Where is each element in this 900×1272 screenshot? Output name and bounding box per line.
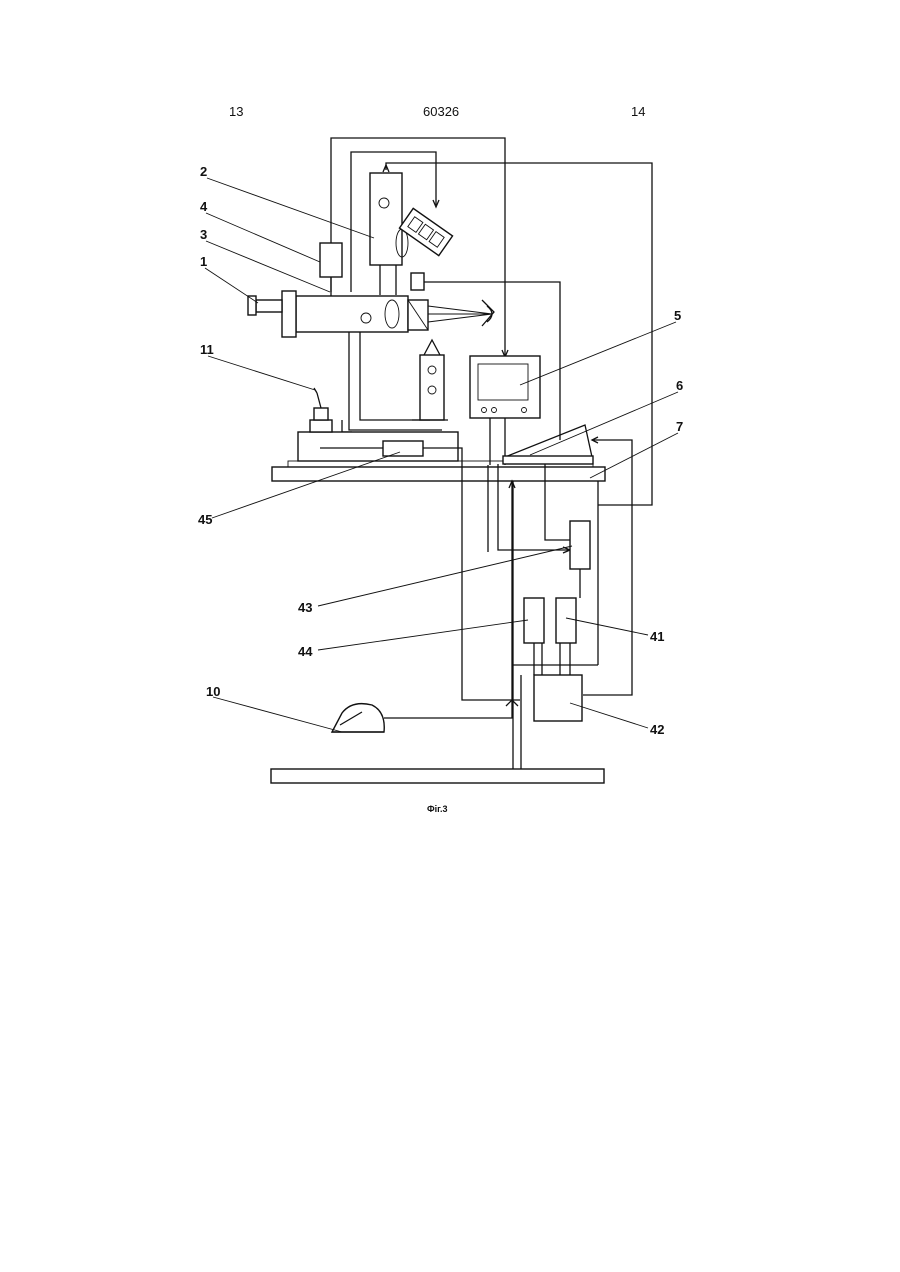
block-45 bbox=[383, 441, 423, 456]
tube-flange bbox=[282, 291, 296, 337]
leader-44 bbox=[318, 620, 528, 650]
label-2: 2 bbox=[200, 164, 207, 179]
floor-base-plate bbox=[271, 769, 604, 783]
leader-1 bbox=[205, 268, 258, 303]
leader-6 bbox=[530, 392, 678, 455]
block-42 bbox=[534, 675, 582, 721]
eyepiece bbox=[256, 300, 282, 312]
leader-2 bbox=[207, 178, 374, 238]
label-42: 42 bbox=[650, 722, 664, 737]
label-44: 44 bbox=[298, 644, 313, 659]
leader-4 bbox=[206, 213, 320, 262]
monitor bbox=[470, 356, 540, 418]
label-7: 7 bbox=[676, 419, 683, 434]
keyboard-base bbox=[503, 456, 593, 464]
head-to-body bbox=[380, 265, 396, 295]
block-41 bbox=[556, 598, 576, 643]
table-top bbox=[272, 467, 605, 481]
illuminator-top bbox=[424, 340, 440, 355]
optical-tube bbox=[296, 296, 408, 332]
label-43: 43 bbox=[298, 600, 312, 615]
label-11: 11 bbox=[200, 342, 214, 357]
joystick-housing bbox=[314, 408, 328, 420]
pedal-wire bbox=[384, 700, 512, 718]
label-6: 6 bbox=[676, 378, 683, 393]
label-45: 45 bbox=[198, 512, 212, 527]
leader-11 bbox=[208, 356, 315, 390]
leader-3 bbox=[206, 241, 330, 292]
leader-45 bbox=[212, 452, 400, 518]
block-43 bbox=[570, 521, 590, 569]
joystick-handle bbox=[314, 388, 321, 408]
leader-43 bbox=[318, 546, 572, 606]
illuminator bbox=[420, 355, 444, 420]
label-10: 10 bbox=[206, 684, 220, 699]
foot-pedal bbox=[332, 704, 384, 732]
figure-caption: Фіг.3 bbox=[427, 804, 448, 814]
block-4 bbox=[320, 243, 342, 277]
label-4: 4 bbox=[200, 199, 208, 214]
label-5: 5 bbox=[674, 308, 681, 323]
stage bbox=[298, 432, 458, 461]
leader-41 bbox=[566, 618, 648, 635]
light-rays bbox=[428, 306, 492, 322]
joystick-base bbox=[310, 420, 332, 432]
keyboard bbox=[505, 425, 592, 457]
label-3: 3 bbox=[200, 227, 207, 242]
wires-44-41 bbox=[534, 643, 570, 675]
beam-splitter-small bbox=[411, 273, 424, 290]
label-1: 1 bbox=[200, 254, 207, 269]
leader-10 bbox=[213, 697, 342, 732]
label-41: 41 bbox=[650, 629, 664, 644]
